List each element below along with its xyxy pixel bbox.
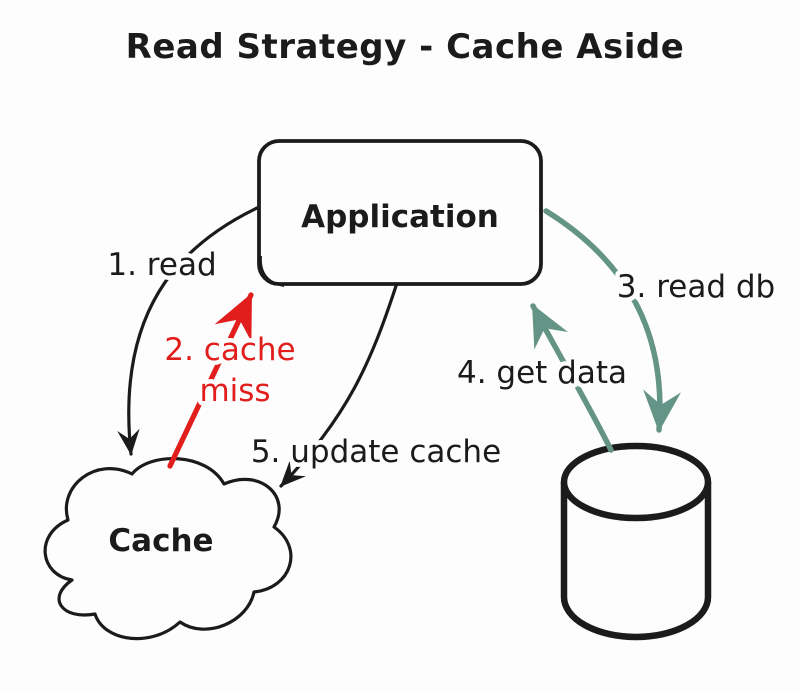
application-node-sketch-line [259,255,285,287]
application-node [257,139,543,286]
label-get-data: 4. get data [457,355,627,391]
label-read-db: 3. read db [617,269,775,305]
arrow-read [117,206,259,456]
label-read: 1. read [107,247,216,283]
cache-label: Cache [108,523,213,559]
cache-node [43,457,293,641]
arrow-cache-miss [167,292,254,469]
database-cylinder-top [560,442,712,522]
page-title: Read Strategy - Cache Aside [126,27,685,67]
label-update-cache: 5. update cache [251,434,501,470]
application-label: Application [301,199,499,235]
database-node [560,442,712,641]
label-cache-miss-line2: miss [199,373,270,409]
arrow-update-cache [279,284,398,488]
label-cache-miss-line1: 2. cache [164,332,295,368]
arrow-read-db [543,208,681,433]
database-cylinder-body [560,482,712,641]
arrow-get-data [530,303,614,453]
